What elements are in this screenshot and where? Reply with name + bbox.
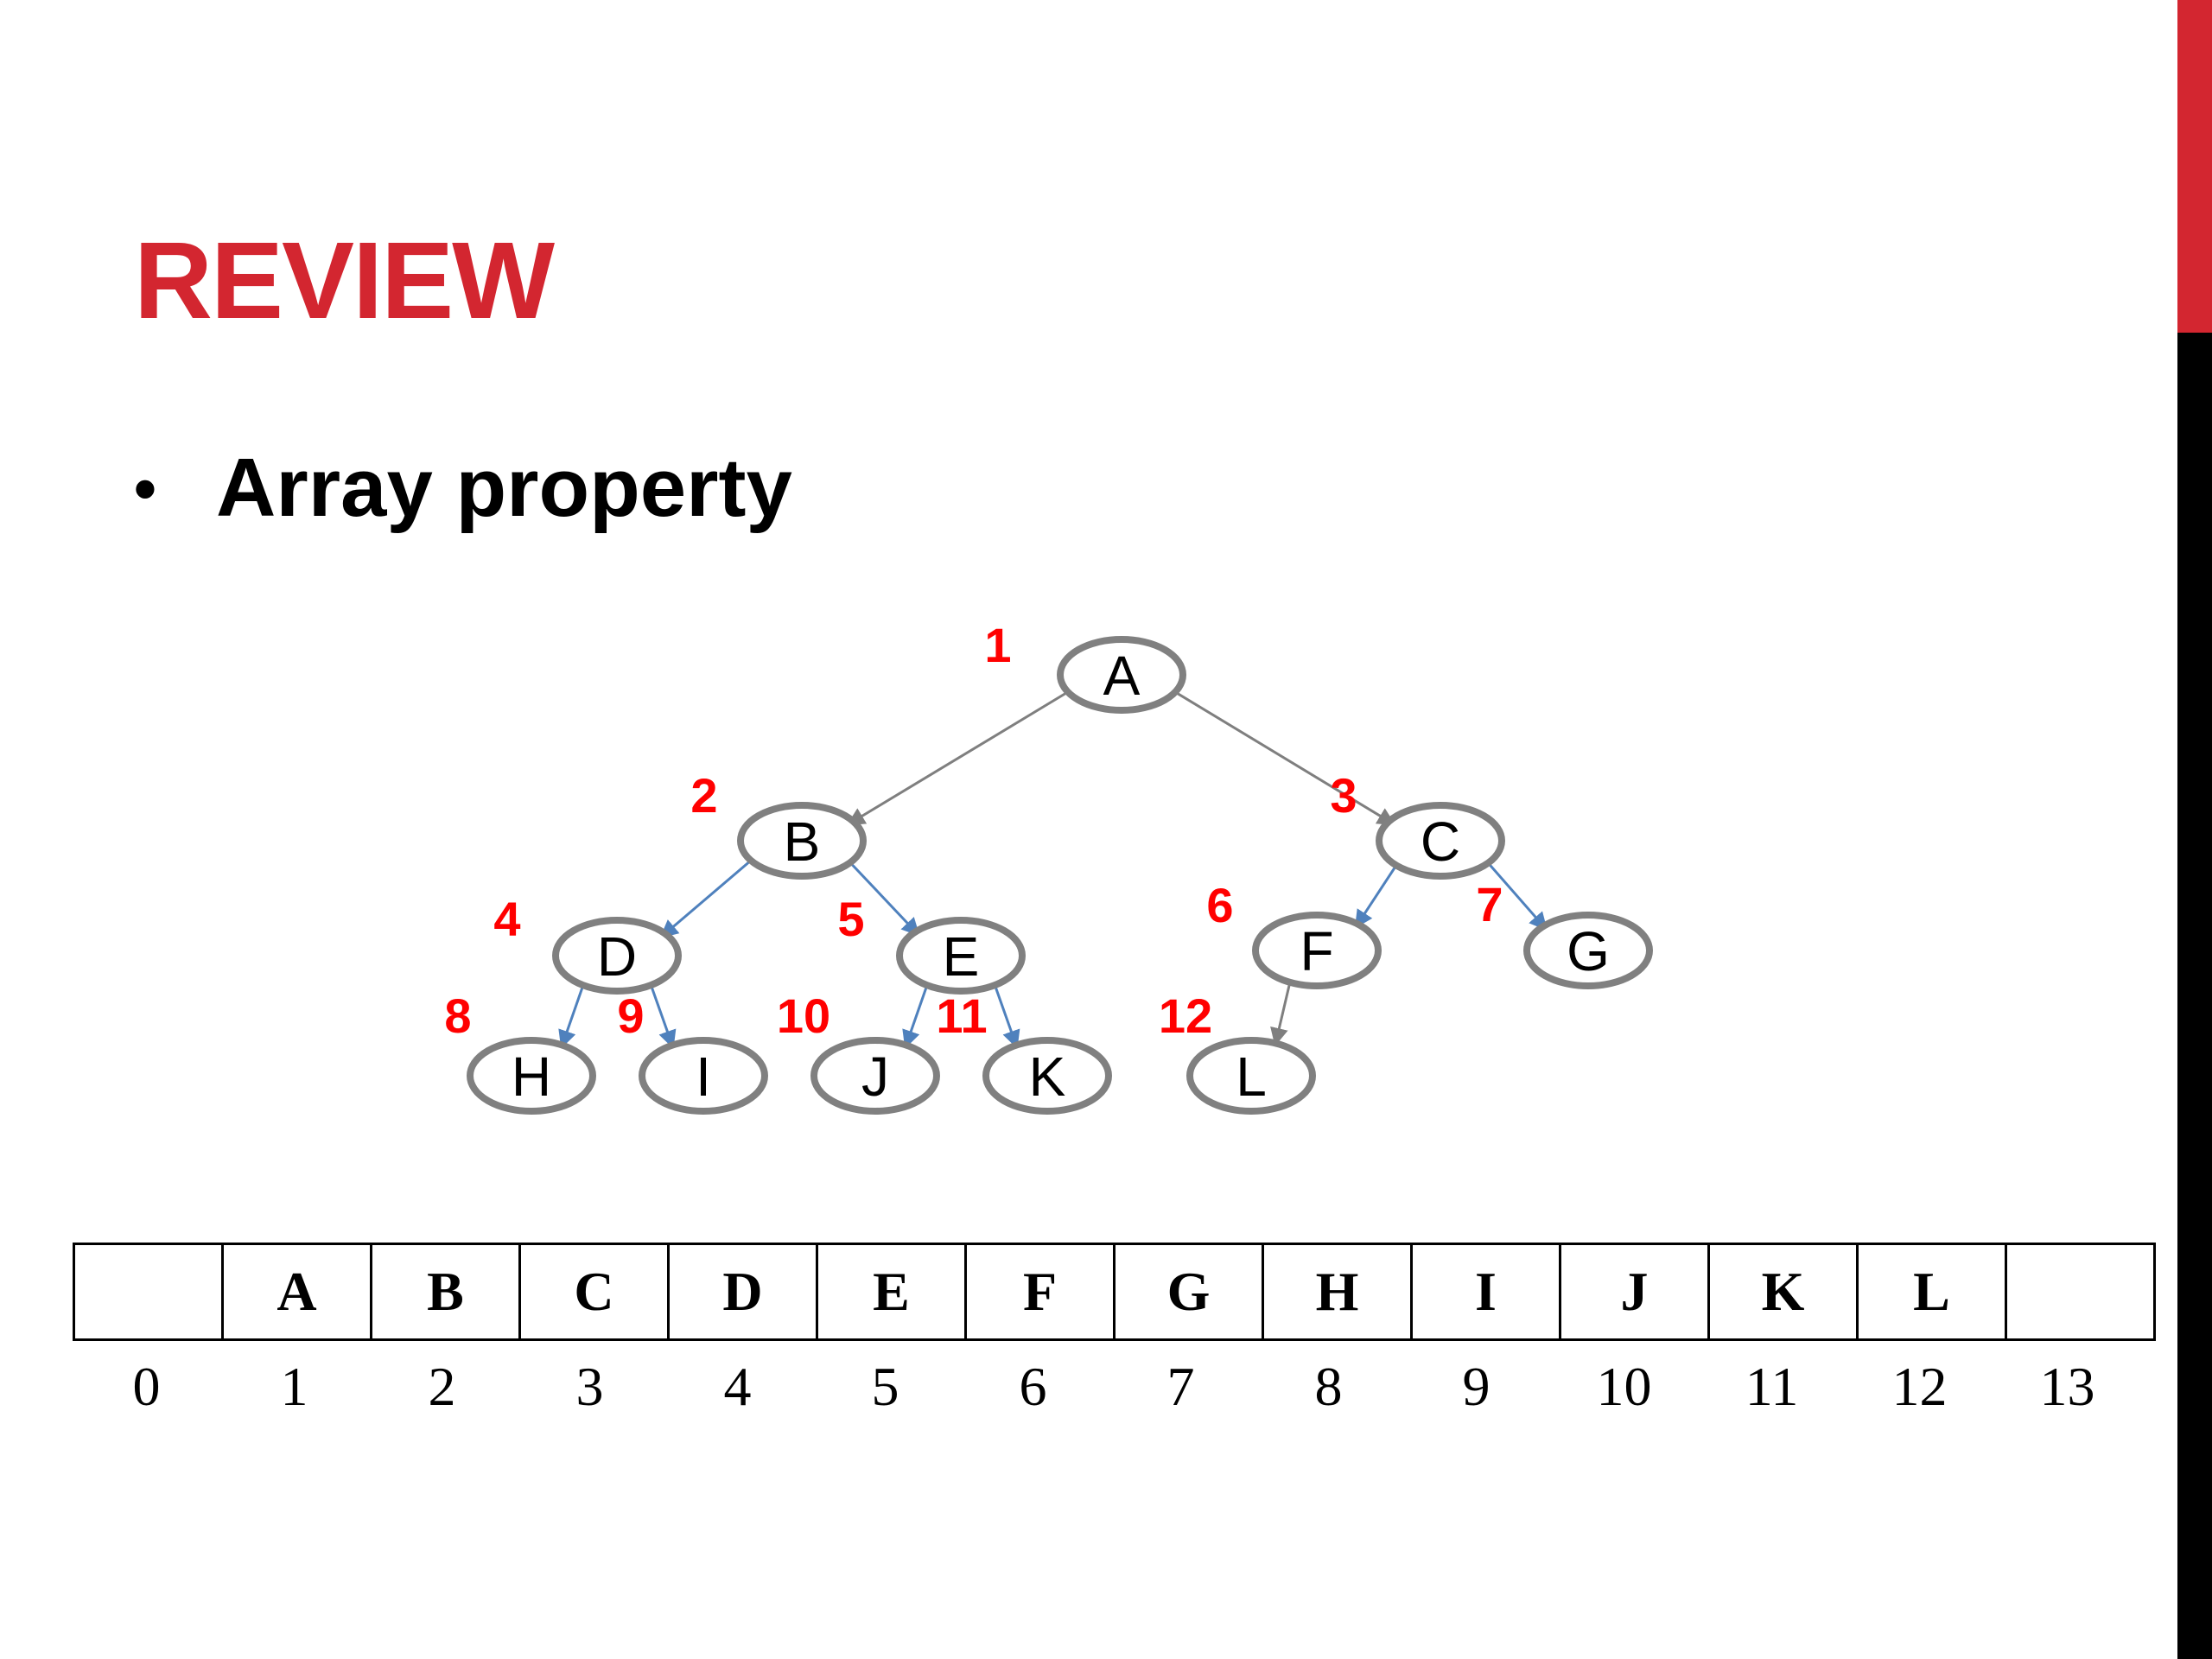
tree-node-label: H (512, 1046, 551, 1108)
array-cell: E (816, 1243, 967, 1341)
tree-node-index: 7 (1476, 877, 1503, 931)
tree-node-a: A1 (984, 618, 1186, 714)
tree-node-ellipse (1186, 1037, 1316, 1115)
tree-edge-e-k (992, 982, 1020, 1049)
tree-edge-b-e (846, 859, 920, 937)
tree-node-ellipse (552, 917, 682, 995)
tree-edge-e-j (902, 982, 930, 1049)
tree-node-index: 11 (936, 988, 987, 1043)
tree-node-i: I9 (617, 988, 768, 1115)
array-cell: A (221, 1243, 372, 1341)
tree-node-label: A (1103, 645, 1141, 707)
tree-node-label: E (943, 925, 980, 988)
tree-node-ellipse (1057, 636, 1186, 714)
array-index-label: 7 (1166, 1356, 1195, 1417)
tree-node-ellipse (896, 917, 1026, 995)
array-cell: K (1707, 1243, 1859, 1341)
tree-node-ellipse (1252, 912, 1382, 989)
tree-node-f: F6 (1206, 878, 1382, 989)
tree-node-h: H8 (444, 988, 596, 1115)
tree-node-label: C (1421, 810, 1460, 873)
array-index-label: 11 (1745, 1356, 1799, 1417)
array-index-label: 2 (428, 1356, 456, 1417)
tree-node-ellipse (737, 802, 867, 880)
array-cell: L (1856, 1243, 2007, 1341)
tree-edge-d-i (648, 982, 677, 1049)
tree-node-index: 6 (1206, 878, 1233, 932)
tree-node-k: K 11 (936, 988, 1112, 1115)
tree-node-ellipse (810, 1037, 940, 1115)
tree-node-label: F (1300, 920, 1333, 982)
tree-node-label: D (597, 925, 637, 988)
array-cell: H (1262, 1243, 1413, 1341)
tree-node-d: D4 (493, 892, 682, 995)
tree-node-index: 2 (690, 768, 717, 823)
tree-edge-c-f (1354, 861, 1400, 929)
tree-node-index: 3 (1330, 768, 1357, 823)
tree-node-index: 10 (777, 988, 830, 1043)
tree-node-b: B2 (690, 768, 867, 880)
tree-edge-f-l (1270, 979, 1293, 1046)
array-cell (73, 1243, 224, 1341)
tree-node-label: J (861, 1046, 889, 1108)
array-cell: C (518, 1243, 670, 1341)
tree-node-index: 8 (444, 988, 471, 1043)
tree-node-ellipse (467, 1037, 596, 1115)
tree-node-index: 1 (984, 618, 1011, 672)
tree-node-ellipse (639, 1037, 768, 1115)
array-index-label: 10 (1596, 1356, 1652, 1417)
array-index-label: 4 (723, 1356, 752, 1417)
array-index-label: 12 (1891, 1356, 1948, 1417)
tree-node-index: 4 (493, 892, 520, 946)
tree-edge-d-h (558, 982, 586, 1049)
tree-node-ellipse (982, 1037, 1112, 1115)
array-cell: G (1113, 1243, 1264, 1341)
array-index-label: 9 (1462, 1356, 1491, 1417)
array-index-label: 5 (871, 1356, 899, 1417)
side-bar-accent (2177, 0, 2212, 333)
tree-node-e: E5 (837, 892, 1026, 995)
array-index-label: 3 (575, 1356, 604, 1417)
array-index-label: 1 (280, 1356, 308, 1417)
tree-node-ellipse (1376, 802, 1505, 880)
array-index-label: 0 (132, 1356, 161, 1417)
array-cell: F (964, 1243, 1116, 1341)
tree-node-index: 5 (837, 892, 864, 946)
tree-node-j: J 10 (777, 988, 940, 1115)
tree-node-index: 9 (617, 988, 644, 1043)
tree-node-l: L 12 (1159, 988, 1316, 1115)
bullet-item: • Array property (134, 441, 792, 536)
tree-edge-b-d (659, 856, 755, 938)
bullet-dot-icon: • (134, 452, 156, 524)
tree-node-c: C3 (1330, 768, 1505, 880)
array-index-label: 13 (2039, 1356, 2095, 1417)
array-index-label: 8 (1314, 1356, 1343, 1417)
tree-edge-c-g (1484, 859, 1548, 931)
side-bar (2177, 0, 2212, 1659)
array-cell: I (1410, 1243, 1561, 1341)
array-index-label: 6 (1019, 1356, 1047, 1417)
tree-node-g: G7 (1476, 877, 1653, 989)
array-cell (2005, 1243, 2156, 1341)
tree-node-label: B (784, 810, 821, 873)
tree-edge-a-c (1171, 689, 1396, 826)
tree-node-label: I (696, 1046, 711, 1108)
tree-node-ellipse (1523, 912, 1653, 989)
tree-node-index: 12 (1159, 988, 1212, 1043)
slide-title: REVIEW (134, 219, 555, 341)
tree-edge-a-b (846, 689, 1072, 826)
tree-node-label: G (1567, 920, 1610, 982)
array-cell: J (1559, 1243, 1710, 1341)
tree-node-label: L (1236, 1046, 1267, 1108)
bullet-text: Array property (216, 442, 792, 534)
array-cell: B (370, 1243, 521, 1341)
array-cell: D (667, 1243, 818, 1341)
tree-node-label: K (1029, 1046, 1066, 1108)
